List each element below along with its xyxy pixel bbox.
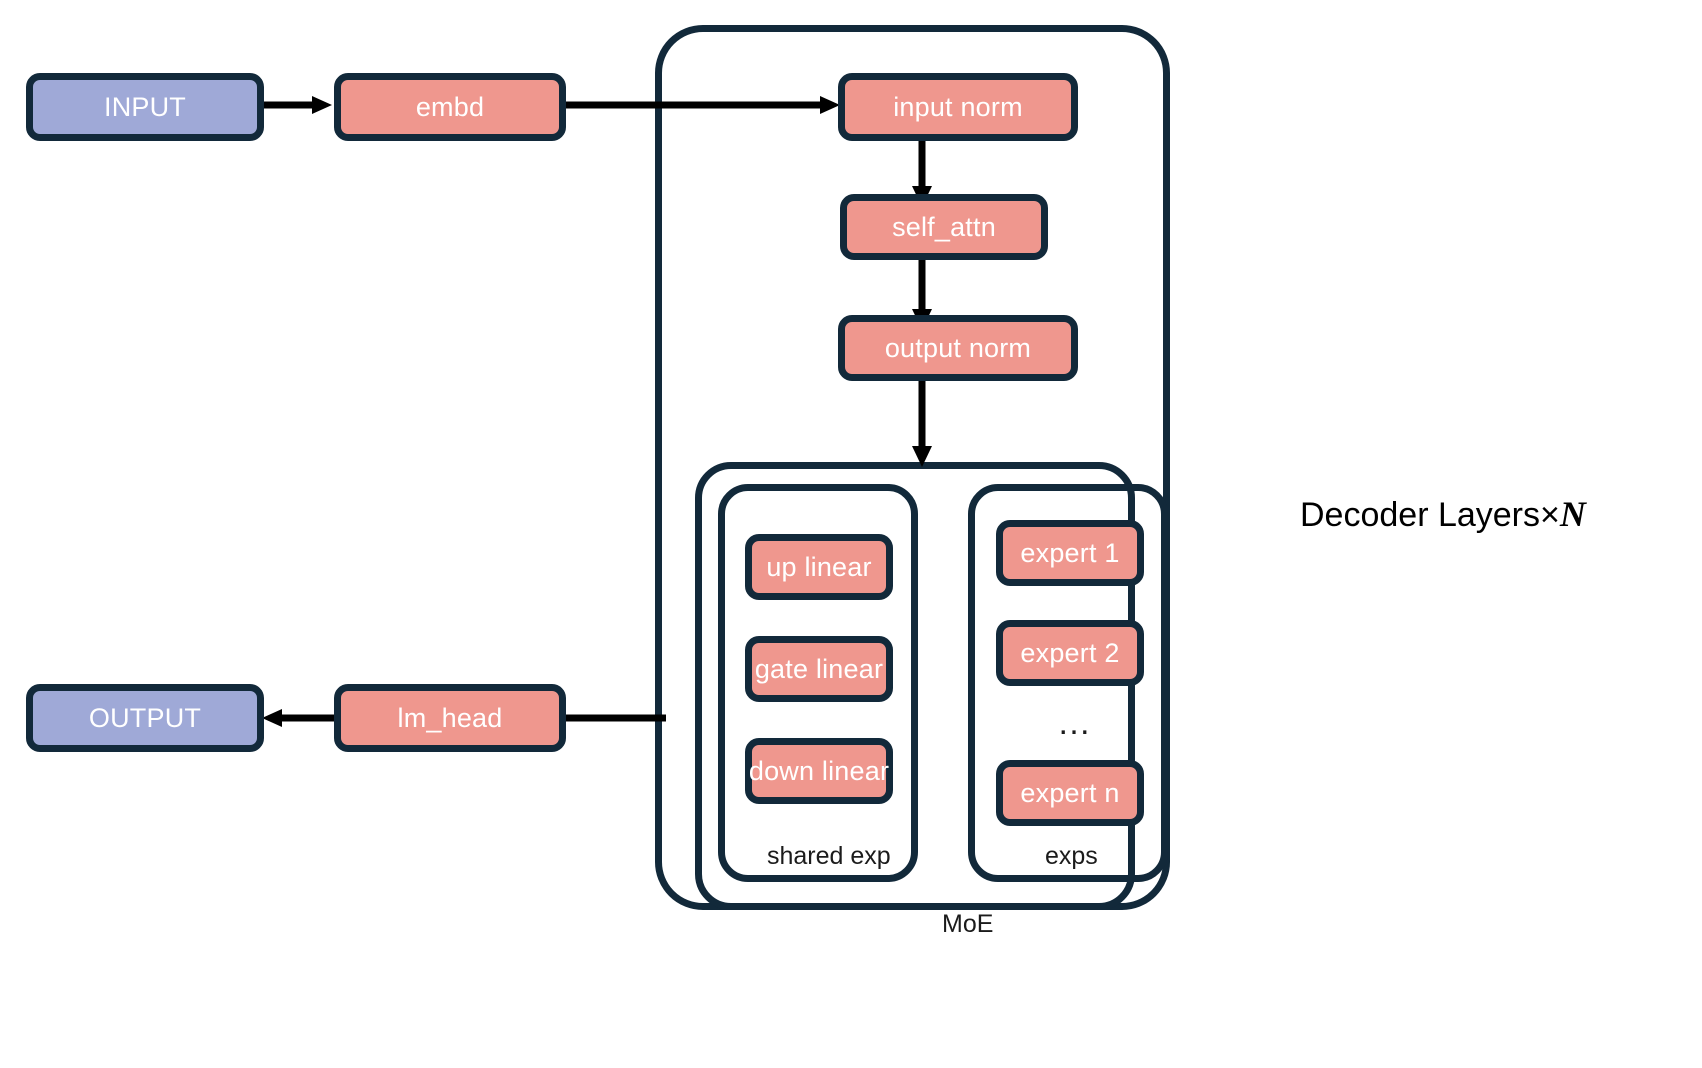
- node-down-linear[interactable]: down linear: [745, 738, 893, 804]
- node-expert-1-label: expert 1: [1020, 537, 1120, 568]
- node-input-label: INPUT: [104, 91, 186, 122]
- node-expert-2[interactable]: expert 2: [996, 620, 1144, 686]
- experts-ellipsis-icon: …: [1057, 704, 1093, 742]
- exps-label: exps: [1041, 844, 1102, 869]
- node-embd-label: embd: [415, 91, 485, 122]
- connector-lm-head-to-output: [262, 708, 334, 728]
- decoder-layers-label: Decoder Layers×N: [1300, 496, 1586, 532]
- node-input-norm-label: input norm: [893, 91, 1023, 122]
- node-lm-head-label: lm_head: [397, 702, 503, 733]
- node-output-norm[interactable]: output norm: [838, 315, 1078, 381]
- node-gate-linear[interactable]: gate linear: [745, 636, 893, 702]
- node-expert-n-label: expert n: [1020, 777, 1120, 808]
- node-expert-1[interactable]: expert 1: [996, 520, 1144, 586]
- experts-container: [968, 484, 1168, 882]
- node-lm-head[interactable]: lm_head: [334, 684, 566, 752]
- node-down-linear-label: down linear: [748, 755, 890, 786]
- connector-embd-to-input-norm: [565, 95, 840, 115]
- decoder-layers-label-text: Decoder Layers×: [1300, 496, 1560, 534]
- node-output-label: OUTPUT: [88, 702, 202, 733]
- node-input-norm[interactable]: input norm: [838, 73, 1078, 141]
- connector-output-norm-to-moe: [910, 375, 934, 467]
- node-output[interactable]: OUTPUT: [26, 684, 264, 752]
- decoder-layers-count-var: N: [1559, 494, 1586, 534]
- node-expert-n[interactable]: expert n: [996, 760, 1144, 826]
- node-self-attn[interactable]: self_attn: [840, 194, 1048, 260]
- node-self-attn-label: self_attn: [892, 211, 996, 242]
- node-up-linear-label: up linear: [766, 551, 872, 582]
- node-input[interactable]: INPUT: [26, 73, 264, 141]
- moe-container: [695, 462, 1135, 910]
- node-up-linear[interactable]: up linear: [745, 534, 893, 600]
- node-gate-linear-label: gate linear: [754, 653, 884, 684]
- connector-input-to-embd: [262, 95, 332, 115]
- shared-expert-container: [718, 484, 918, 882]
- shared-exp-label: shared exp: [763, 844, 895, 869]
- node-embd[interactable]: embd: [334, 73, 566, 141]
- moe-label: MoE: [942, 910, 994, 938]
- node-output-norm-label: output norm: [884, 332, 1032, 363]
- node-expert-2-label: expert 2: [1020, 637, 1120, 668]
